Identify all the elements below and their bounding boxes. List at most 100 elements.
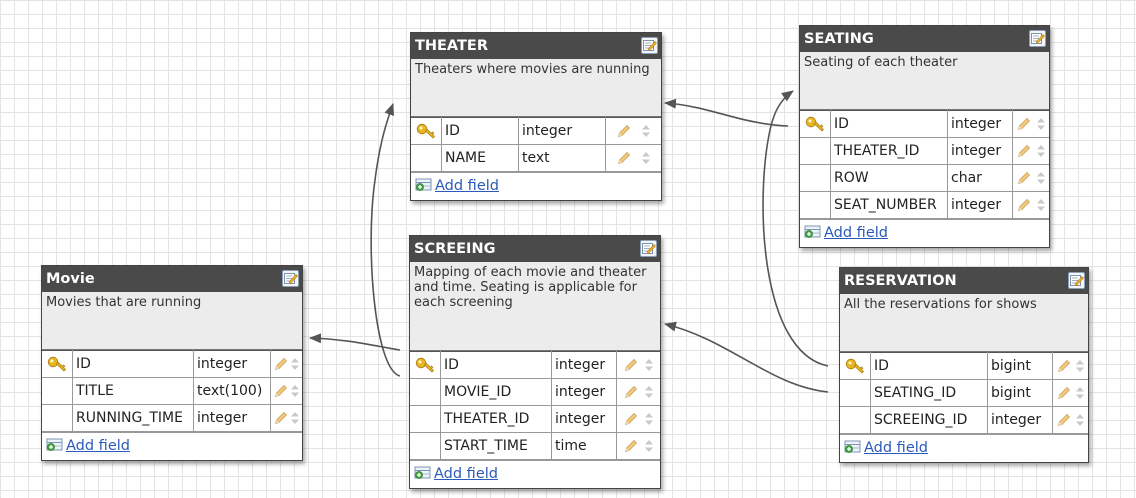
reorder-arrows-icon[interactable]: [290, 410, 300, 426]
add-field-icon[interactable]: [414, 463, 432, 479]
table-title: SEATING: [804, 31, 874, 47]
table-header[interactable]: SCREEING: [410, 236, 660, 262]
reorder-arrows-icon[interactable]: [644, 411, 654, 427]
add-field-link[interactable]: Add field: [435, 178, 499, 194]
reorder-arrows-icon[interactable]: [290, 356, 300, 372]
field-actions: [616, 378, 660, 406]
field-actions: [616, 432, 660, 460]
add-field-row: Add field: [800, 219, 1049, 247]
add-field-link[interactable]: Add field: [66, 438, 130, 454]
edit-field-pencil-icon[interactable]: [1056, 412, 1072, 428]
reorder-arrows-icon[interactable]: [644, 357, 654, 373]
field-name: ID: [870, 352, 988, 380]
field-actions: [616, 351, 660, 379]
field-type: char: [947, 164, 1013, 192]
reorder-arrows-icon[interactable]: [1036, 116, 1046, 132]
add-field-icon[interactable]: [415, 175, 433, 191]
edit-field-pencil-icon[interactable]: [1016, 143, 1032, 159]
edit-field-pencil-icon[interactable]: [616, 123, 632, 139]
add-field-link[interactable]: Add field: [864, 440, 928, 456]
reorder-arrows-icon[interactable]: [1075, 358, 1085, 374]
edit-field-pencil-icon[interactable]: [616, 150, 632, 166]
edit-table-icon[interactable]: [1068, 272, 1085, 289]
table-header[interactable]: Movie: [42, 266, 302, 292]
reorder-arrows-icon[interactable]: [1075, 385, 1085, 401]
add-field-icon[interactable]: [804, 222, 822, 238]
field-name: SCREEING_ID: [870, 406, 988, 434]
add-field-icon[interactable]: [844, 437, 862, 453]
field-name: THEATER_ID: [440, 405, 552, 433]
add-field-link[interactable]: Add field: [824, 225, 888, 241]
edit-field-pencil-icon[interactable]: [623, 384, 639, 400]
field-actions: [270, 404, 302, 432]
table-screeing[interactable]: SCREEING Mapping of each movie and theat…: [409, 235, 661, 489]
reorder-arrows-icon[interactable]: [290, 383, 300, 399]
table-reservation[interactable]: RESERVATION All the reservations for sho…: [839, 267, 1089, 463]
edit-field-pencil-icon[interactable]: [623, 438, 639, 454]
reorder-arrows-icon[interactable]: [1036, 143, 1046, 159]
field-name: NAME: [441, 144, 519, 172]
add-field-link[interactable]: Add field: [434, 466, 498, 482]
field-actions: [1052, 379, 1088, 407]
edit-field-pencil-icon[interactable]: [1056, 358, 1072, 374]
edit-field-pencil-icon[interactable]: [623, 357, 639, 373]
table-theater[interactable]: THEATER Theaters where movies are nunnin…: [410, 32, 662, 201]
edit-table-icon[interactable]: [282, 270, 299, 287]
edit-table-icon[interactable]: [640, 240, 657, 257]
edit-field-pencil-icon[interactable]: [273, 356, 289, 372]
field-actions: [1052, 406, 1088, 434]
field-type: bigint: [987, 352, 1053, 380]
field-name: ROW: [830, 164, 948, 192]
edit-field-pencil-icon[interactable]: [273, 410, 289, 426]
field-actions: [605, 144, 661, 172]
table-header[interactable]: RESERVATION: [840, 268, 1088, 294]
key-cell: [840, 352, 871, 380]
key-cell: [840, 406, 871, 434]
reorder-arrows-icon[interactable]: [644, 384, 654, 400]
edit-field-pencil-icon[interactable]: [1016, 170, 1032, 186]
add-field-icon[interactable]: [46, 435, 64, 451]
table-description: All the reservations for shows: [840, 294, 1088, 352]
field-name: THEATER_ID: [830, 137, 948, 165]
edit-field-pencil-icon[interactable]: [1016, 116, 1032, 132]
reorder-arrows-icon[interactable]: [644, 438, 654, 454]
field-type: integer: [551, 405, 617, 433]
edit-field-pencil-icon[interactable]: [273, 383, 289, 399]
table-header[interactable]: SEATING: [800, 26, 1049, 52]
edit-table-icon[interactable]: [641, 37, 658, 54]
edit-field-pencil-icon[interactable]: [623, 411, 639, 427]
field-actions: [1012, 110, 1049, 138]
reorder-arrows-icon[interactable]: [1036, 170, 1046, 186]
edit-field-pencil-icon[interactable]: [1016, 197, 1032, 213]
table-header[interactable]: THEATER: [411, 33, 661, 59]
key-cell: [410, 405, 441, 433]
reorder-arrows-icon[interactable]: [641, 150, 651, 166]
edit-field-pencil-icon[interactable]: [1056, 385, 1072, 401]
field-type: integer: [947, 110, 1013, 138]
edit-table-icon[interactable]: [1029, 30, 1046, 47]
reorder-arrows-icon[interactable]: [1075, 412, 1085, 428]
reorder-arrows-icon[interactable]: [641, 123, 651, 139]
field-name: TITLE: [72, 377, 194, 405]
reorder-arrows-icon[interactable]: [1036, 197, 1046, 213]
